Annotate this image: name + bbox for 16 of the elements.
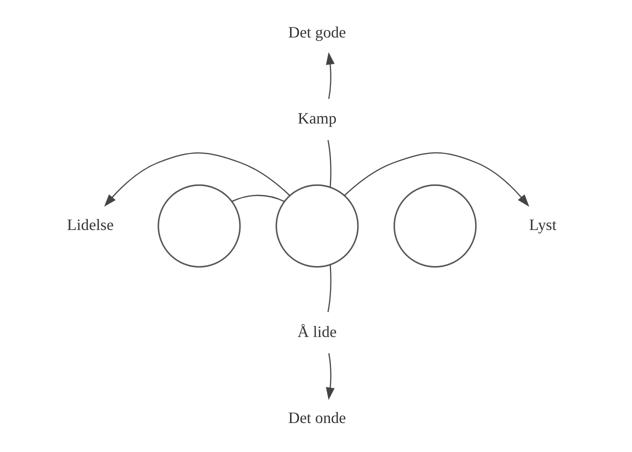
node-circle — [276, 184, 359, 268]
node-text: Å lide — [298, 324, 337, 341]
node-circle — [158, 184, 241, 268]
node-text: Det gode — [288, 24, 346, 42]
node-text: Kamp — [298, 110, 337, 128]
node-text: Det onde — [288, 410, 346, 428]
node-text: Lyst — [529, 217, 557, 234]
arrow — [104, 152, 290, 207]
arrow — [326, 52, 335, 99]
connector — [232, 194, 284, 202]
arrow — [326, 353, 335, 400]
connector — [327, 140, 332, 188]
arrow — [344, 152, 530, 207]
node-circle — [394, 184, 477, 268]
connector — [327, 264, 332, 312]
node-text: Lidelse — [66, 217, 114, 234]
